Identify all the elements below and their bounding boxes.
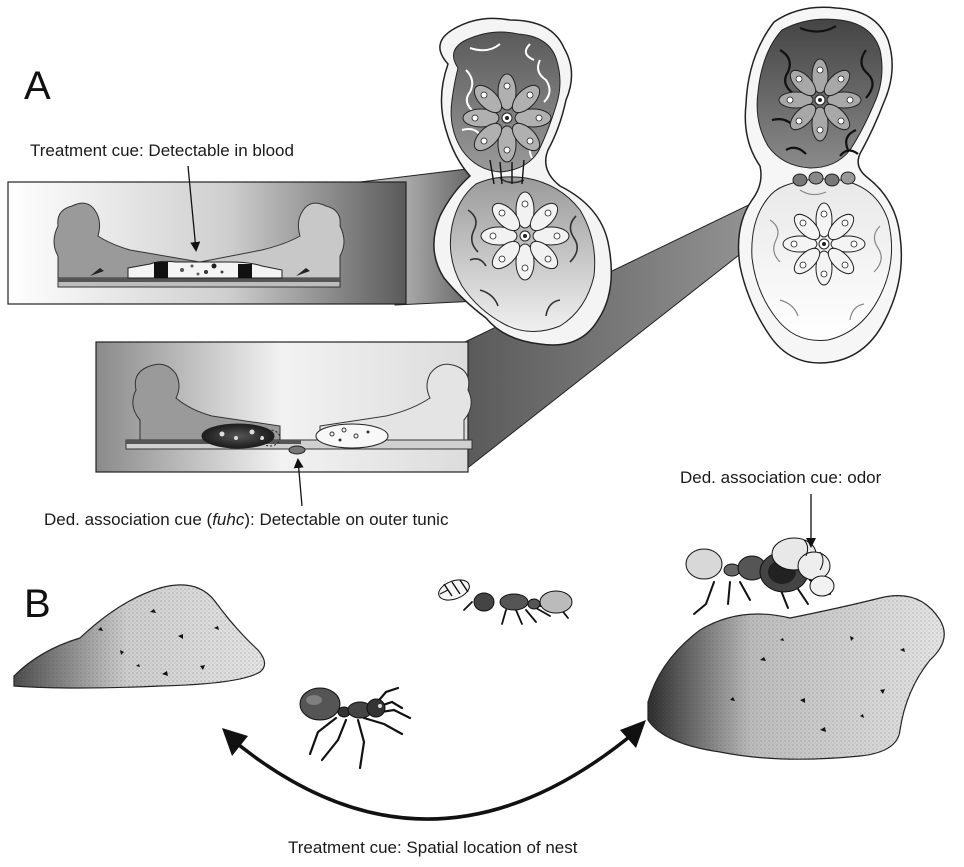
panel-b	[14, 494, 944, 819]
larva	[436, 576, 472, 604]
colony-rejecting	[739, 7, 902, 363]
arrowhead-right	[620, 720, 646, 748]
arrowhead-left	[222, 728, 248, 756]
ant-foraging	[300, 688, 410, 768]
panel-label-b: B	[24, 582, 51, 627]
label-spatial-location-cue: Treatment cue: Spatial location of nest	[288, 838, 577, 858]
label-association-cue-prefix: Ded. association cue (	[44, 510, 212, 529]
label-association-cue-tunic: Ded. association cue (fuhc): Detectable …	[44, 510, 448, 530]
nest-mound-left	[14, 585, 265, 688]
label-odor-cue: Ded. association cue: odor	[680, 468, 881, 488]
nest-mound-right	[648, 596, 944, 760]
ant-carrying-larva	[436, 576, 572, 624]
ampulla-right	[316, 424, 388, 448]
zooid-system-lower	[481, 192, 569, 280]
arrow-nest-location	[228, 728, 640, 819]
contact-point	[289, 446, 305, 454]
zooid-system-upper	[463, 74, 551, 162]
panel-label-a: A	[24, 64, 51, 109]
label-treatment-cue-blood: Treatment cue: Detectable in blood	[30, 141, 294, 161]
panel-a	[8, 7, 901, 506]
label-fuhc-gene: fuhc	[212, 510, 244, 529]
ants-interacting	[686, 538, 834, 614]
label-association-cue-suffix: ): Detectable on outer tunic	[244, 510, 448, 529]
